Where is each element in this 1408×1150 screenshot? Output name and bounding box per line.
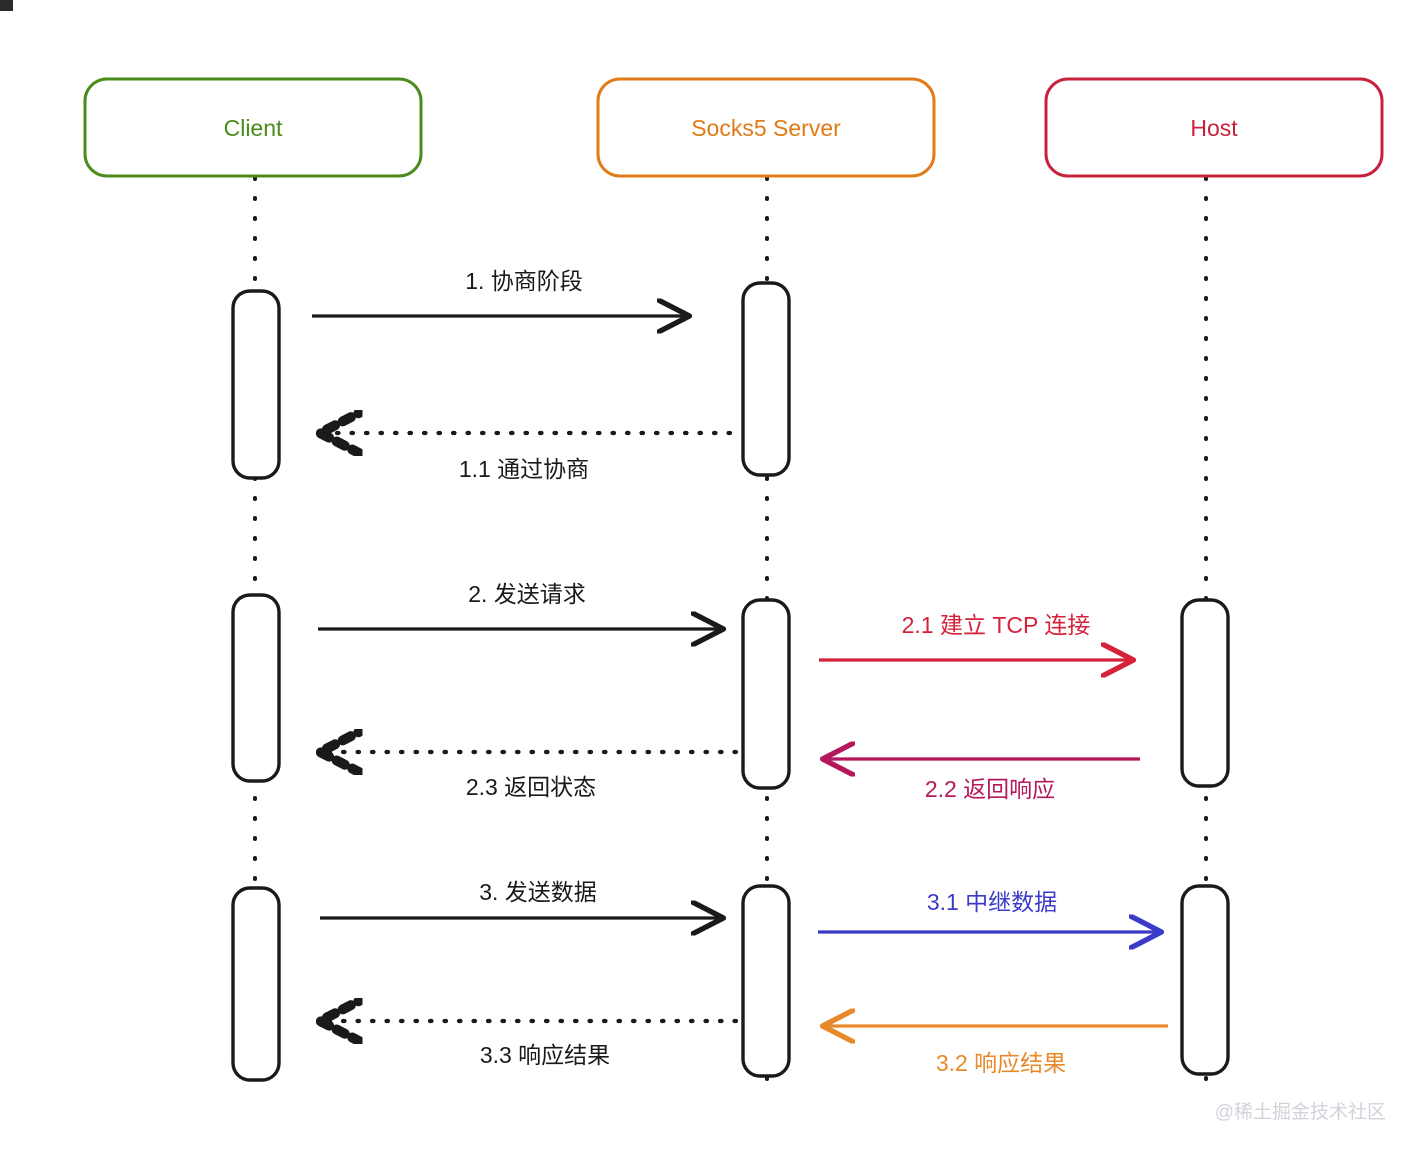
activation-bars (231, 281, 1230, 1082)
message-3-1[interactable]: 3.1 中继数据 (818, 889, 1160, 932)
message-label-1: 1. 协商阶段 (465, 268, 583, 294)
watermark: @稀土掘金技术社区 (1215, 1101, 1386, 1123)
message-3-3[interactable]: 3.3 响应结果 (322, 1021, 739, 1068)
message-label-3: 3. 发送数据 (479, 879, 597, 905)
activation-bar-client-2 (231, 593, 281, 783)
message-2-1[interactable]: 2.1 建立 TCP 连接 (819, 612, 1132, 660)
message-1-1[interactable]: 1.1 通过协商 (322, 433, 733, 482)
actor-label-client: Client (224, 115, 283, 141)
actor-box-client[interactable] (83, 77, 423, 178)
message-label-2: 2. 发送请求 (468, 581, 586, 607)
activation-bar-client-1 (231, 289, 281, 480)
actor-host[interactable]: Host (1044, 77, 1384, 178)
actor-box-host[interactable] (1044, 77, 1384, 178)
activation-bar-server-1 (741, 281, 791, 477)
activation-bar-client-3 (231, 886, 281, 1082)
message-2[interactable]: 2. 发送请求 (318, 581, 722, 629)
message-2-2[interactable]: 2.2 返回响应 (824, 759, 1140, 802)
actor-label-host: Host (1190, 115, 1238, 141)
activation-bar-server-3 (741, 884, 791, 1078)
actor-client[interactable]: Client (83, 77, 423, 178)
corner-artifact (0, 0, 13, 11)
message-3-2[interactable]: 3.2 响应结果 (824, 1026, 1168, 1076)
message-label-2-2: 2.2 返回响应 (925, 776, 1055, 802)
message-label-2-1: 2.1 建立 TCP 连接 (902, 612, 1091, 638)
message-2-3[interactable]: 2.3 返回状态 (322, 752, 739, 800)
message-3[interactable]: 3. 发送数据 (320, 879, 722, 918)
message-label-3-2: 3.2 响应结果 (936, 1050, 1066, 1076)
message-label-3-1: 3.1 中继数据 (927, 889, 1057, 915)
activation-bar-host-3 (1180, 884, 1230, 1076)
message-label-3-3: 3.3 响应结果 (480, 1042, 610, 1068)
message-1[interactable]: 1. 协商阶段 (312, 268, 688, 316)
activation-bar-server-2 (741, 598, 791, 790)
message-label-1-1: 1.1 通过协商 (459, 456, 589, 482)
actor-box-socks5-server[interactable] (596, 77, 936, 178)
message-label-2-3: 2.3 返回状态 (466, 774, 596, 800)
activation-bar-host-2 (1180, 598, 1230, 788)
actor-label-socks5-server: Socks5 Server (691, 115, 841, 141)
actor-socks5-server[interactable]: Socks5 Server (596, 77, 936, 178)
